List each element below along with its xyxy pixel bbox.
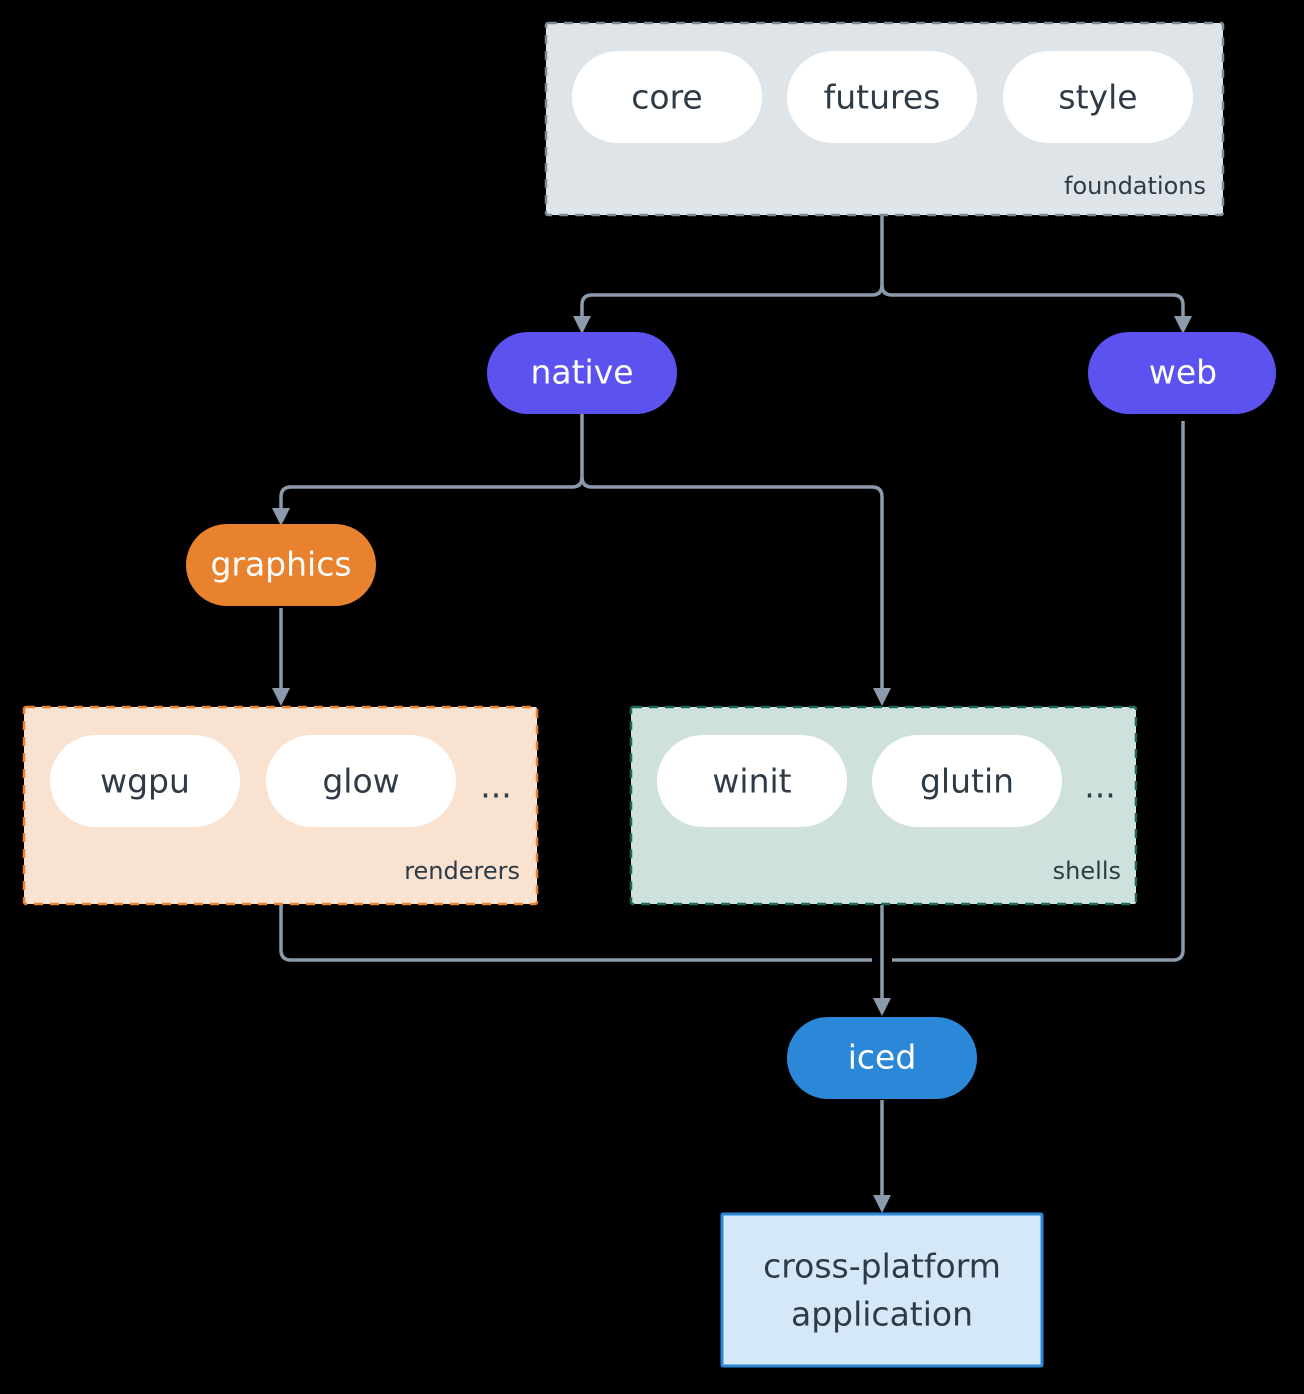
- node-style-label: style: [1058, 78, 1137, 117]
- node-glow[interactable]: glow: [266, 735, 456, 827]
- arrowhead-iced-top: [873, 998, 891, 1016]
- node-glow-shape: [266, 735, 456, 827]
- node-iced-shape: [787, 1017, 977, 1099]
- edge-foundations-to-native: [580, 284, 884, 324]
- edge-native-to-shells: [580, 476, 884, 693]
- node-graphics-label: graphics: [210, 545, 351, 584]
- node-application-shape: [720, 1212, 1044, 1368]
- node-iced-label: iced: [848, 1038, 917, 1077]
- group-foundations-caption: foundations: [1064, 172, 1206, 200]
- node-futures[interactable]: futures: [787, 51, 977, 143]
- node-application-label-line1: cross-platform: [763, 1247, 1001, 1286]
- node-native-shape: [487, 332, 677, 414]
- node-futures-shape: [787, 51, 977, 143]
- node-wgpu-shape: [50, 735, 240, 827]
- edge-foundations-to-web: [880, 284, 1185, 324]
- node-glow-label: glow: [322, 762, 399, 801]
- node-iced[interactable]: iced: [787, 1017, 977, 1099]
- edge-web-to-iced: [892, 421, 1185, 962]
- node-futures-label: futures: [824, 78, 941, 117]
- arrowhead-native-top: [573, 316, 591, 334]
- node-wgpu-label: wgpu: [100, 762, 190, 801]
- node-core-shape: [572, 51, 762, 143]
- node-style-shape: [1003, 51, 1193, 143]
- node-glutin[interactable]: glutin: [872, 735, 1062, 827]
- renderers-overflow-ellipsis: ...: [480, 767, 511, 806]
- node-web[interactable]: web: [1088, 332, 1276, 414]
- edge-renderers-to-iced: [279, 905, 872, 962]
- arrowhead-application-top: [873, 1195, 891, 1213]
- connector-layer: [272, 215, 1192, 1213]
- group-shells-caption: shells: [1053, 857, 1121, 885]
- arrowhead-renderers-top: [272, 688, 290, 706]
- node-application[interactable]: cross-platform application: [720, 1212, 1044, 1368]
- arrowhead-shells-top: [873, 688, 891, 706]
- node-application-label-line2: application: [791, 1295, 973, 1334]
- arrowhead-web-top: [1174, 316, 1192, 334]
- node-glutin-label: glutin: [920, 762, 1014, 801]
- node-winit[interactable]: winit: [657, 735, 847, 827]
- node-core[interactable]: core: [572, 51, 762, 143]
- node-graphics[interactable]: graphics: [186, 524, 376, 606]
- node-style[interactable]: style: [1003, 51, 1193, 143]
- node-winit-shape: [657, 735, 847, 827]
- edge-native-to-graphics: [279, 476, 584, 516]
- node-glutin-shape: [872, 735, 1062, 827]
- node-web-shape: [1088, 332, 1276, 414]
- group-renderers: wgpu glow ... renderers: [22, 705, 539, 906]
- group-foundations: core futures style foundations: [544, 21, 1225, 217]
- node-web-label: web: [1149, 353, 1217, 392]
- node-core-label: core: [631, 78, 702, 117]
- group-renderers-caption: renderers: [404, 857, 520, 885]
- shells-overflow-ellipsis: ...: [1084, 767, 1115, 806]
- group-shells: winit glutin ... shells: [629, 705, 1138, 906]
- arrowhead-graphics-top: [272, 508, 290, 526]
- node-winit-label: winit: [712, 762, 791, 801]
- node-graphics-shape: [186, 524, 376, 606]
- node-native-label: native: [530, 353, 633, 392]
- node-wgpu[interactable]: wgpu: [50, 735, 240, 827]
- node-native[interactable]: native: [487, 332, 677, 414]
